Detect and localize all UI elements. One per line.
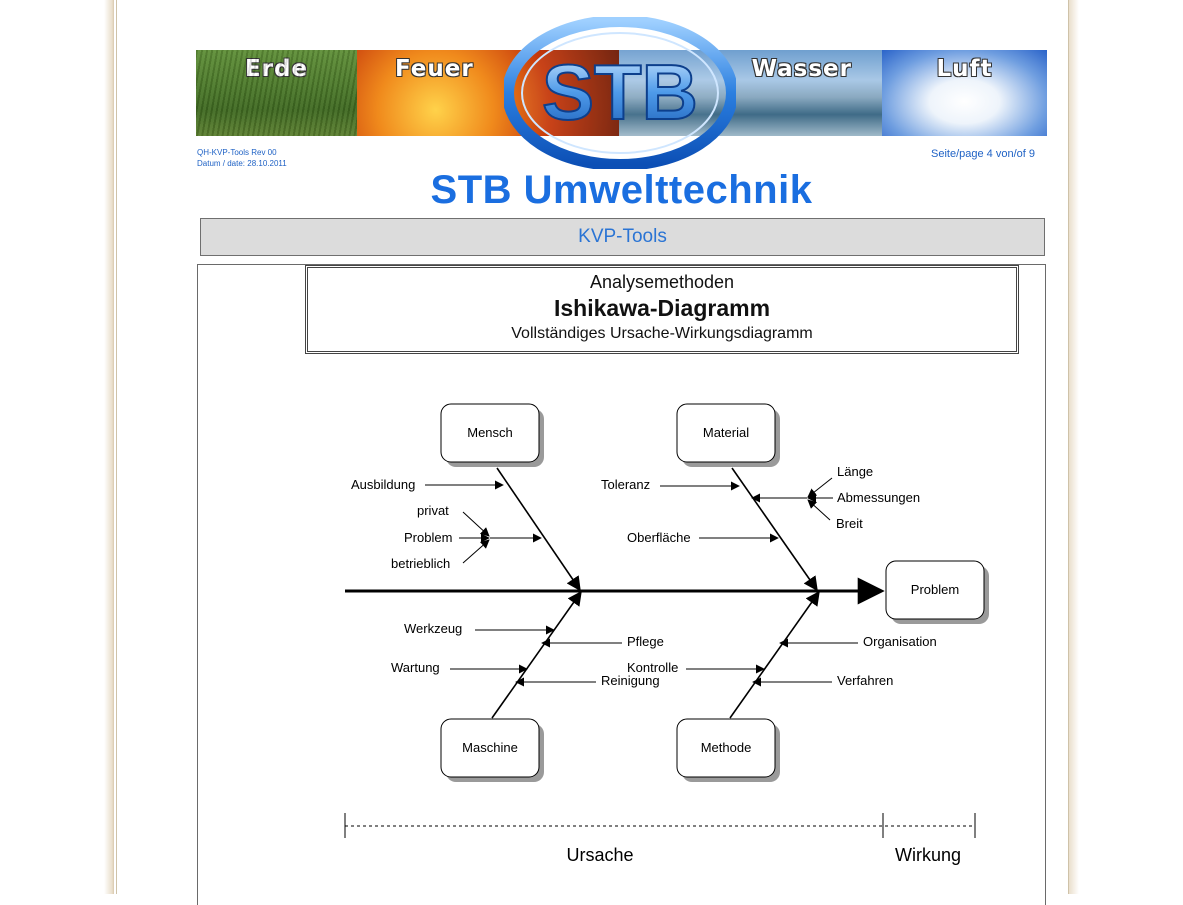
bone-mensch (496, 467, 581, 592)
analysis-title-box: Analysemethoden Ishikawa-Diagramm Vollst… (305, 265, 1019, 354)
banner-tile-erde: Erde (196, 50, 357, 136)
effect-box: Problem (885, 560, 989, 624)
scale-label-ursache: Ursache (566, 845, 633, 865)
doc-reference: QH-KVP-Tools Rev 00 (197, 148, 277, 157)
category-label-material: Material (703, 425, 749, 440)
arrow-privat (462, 511, 490, 537)
cause-effect-scale: Ursache Wirkung (344, 813, 976, 865)
cause-privat: privat (417, 503, 449, 518)
cause-betrieblich: betrieblich (391, 556, 450, 571)
cause-werkzeug: Werkzeug (404, 621, 462, 636)
banner-tile-wasser: Wasser (619, 50, 882, 136)
cause-abmessungen: Abmessungen (837, 490, 920, 505)
cause-wartung: Wartung (391, 660, 440, 675)
bone-material (731, 467, 818, 592)
cause-problem: Problem (404, 530, 452, 545)
bone-maschine (491, 590, 582, 719)
document-page (116, 0, 1069, 894)
category-box-methode: Methode (676, 718, 780, 782)
banner-label-feuer: Feuer (395, 56, 474, 82)
cause-breit: Breit (836, 516, 863, 531)
scale-label-wirkung: Wirkung (895, 845, 961, 865)
banner-label-wasser: Wasser (751, 56, 852, 82)
document-meta: QH-KVP-Tools Rev 00 Datum / date: 28.10.… (197, 147, 287, 169)
content-frame (197, 264, 1046, 905)
section-bar: KVP-Tools (200, 218, 1045, 256)
category-label-maschine: Maschine (462, 740, 518, 755)
doc-date: Datum / date: 28.10.2011 (197, 159, 287, 168)
analysis-heading: Analysemethoden (589, 272, 735, 292)
cause-kontrolle: Kontrolle (627, 660, 678, 675)
header-banner: Erde Feuer Wasser Luft (196, 50, 1047, 136)
cause-organisation: Organisation (863, 634, 937, 649)
stb-logo: STB (504, 17, 736, 169)
banner-tile-luft: Luft (882, 50, 1047, 136)
page-shadow-left (0, 0, 114, 894)
cause-laenge: Länge (837, 464, 873, 479)
banner-tile-feuer: Feuer (357, 50, 619, 136)
cause-toleranz: Toleranz (601, 477, 650, 492)
company-title: STB Umwelttechnik (430, 168, 813, 212)
arrow-betrieblich (462, 539, 490, 564)
cause-oberflaeche: Oberfläche (627, 530, 691, 545)
category-box-maschine: Maschine (440, 718, 544, 782)
page-number: Seite/page 4 von/of 9 (931, 148, 1035, 160)
cause-pflege: Pflege (627, 634, 664, 649)
bone-methode (729, 590, 820, 719)
arrow-breit (807, 499, 831, 521)
cause-ausbildung: Ausbildung (351, 477, 415, 492)
cause-reinigung: Reinigung (601, 673, 660, 688)
page-shadow-right (1063, 0, 1183, 894)
category-label-methode: Methode (701, 740, 752, 755)
category-box-material: Material (676, 403, 780, 467)
arrow-laenge (807, 477, 833, 498)
diagram-subtitle: Vollständiges Ursache-Wirkungsdiagramm (511, 325, 813, 342)
category-label-mensch: Mensch (467, 425, 513, 440)
diagram-name: Ishikawa-Diagramm (553, 295, 771, 321)
effect-label: Problem (911, 582, 959, 597)
banner-label-luft: Luft (936, 56, 993, 82)
category-box-mensch: Mensch (440, 403, 544, 467)
cause-verfahren: Verfahren (837, 673, 893, 688)
logo-lettering: STB (542, 48, 698, 136)
